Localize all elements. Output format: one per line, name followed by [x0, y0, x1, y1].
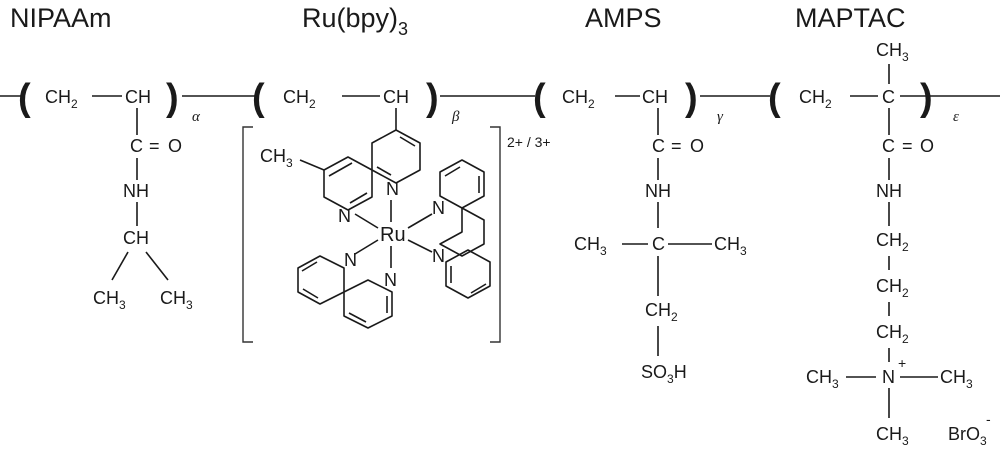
paren-close: ): [426, 77, 439, 119]
group-ch3-left: CH3: [806, 367, 839, 391]
svg-text:=: =: [149, 136, 160, 156]
group-carbonyl-o: O: [690, 136, 704, 156]
atom-n-1: N: [386, 179, 399, 199]
group-ch2-3: CH2: [876, 322, 909, 346]
header-ru-bpy3: Ru(bpy)3: [302, 3, 408, 39]
paren-close: ): [166, 77, 179, 119]
paren-open: (: [252, 77, 265, 119]
group-ch2: CH2: [283, 87, 316, 111]
group-ch: CH: [383, 87, 409, 107]
pyridine-ring-1: [371, 129, 421, 184]
svg-text:=: =: [671, 136, 682, 156]
group-carbonyl-c: C: [652, 136, 665, 156]
group-ch: CH: [642, 87, 668, 107]
atom-n-6: N: [384, 270, 397, 290]
group-ch: CH: [125, 87, 151, 107]
group-ch3-right: CH3: [714, 234, 747, 258]
maptac-unit: ( CH2 C ) ε CH3 C = O NH CH2 CH2 CH2 N +…: [768, 40, 991, 448]
group-ch2: CH2: [45, 87, 78, 111]
group-carbonyl-c: C: [882, 136, 895, 156]
bracket-right: [490, 126, 501, 343]
group-ch2-2: CH2: [876, 276, 909, 300]
group-carbonyl-o: O: [168, 136, 182, 156]
group-ch3-top: CH3: [876, 40, 909, 64]
atom-n-5: N: [344, 250, 357, 270]
ru-bpy3-unit: ( CH2 CH ) β 2+ / 3+ N N CH3 Ru N: [242, 77, 551, 343]
svg-text:=: =: [902, 136, 913, 156]
minus-charge: -: [986, 411, 991, 427]
repeat-label-beta: β: [451, 109, 460, 125]
atom-n-4: N: [432, 246, 445, 266]
plus-charge: +: [898, 355, 906, 371]
group-ch3-left: CH3: [93, 288, 126, 312]
atom-n-3: N: [432, 198, 445, 218]
group-ch2: CH2: [799, 87, 832, 111]
repeat-label-alpha: α: [192, 109, 201, 125]
header-maptac: MAPTAC: [795, 3, 906, 33]
atom-ru: Ru: [380, 224, 406, 246]
counterion-bro3: BrO3: [948, 424, 987, 448]
group-quaternary-c: C: [882, 87, 895, 107]
group-ch3-right: CH3: [940, 367, 973, 391]
group-ammonium-n: N: [882, 367, 895, 387]
paren-close: ): [685, 77, 698, 119]
pyridine-ring-6: [297, 255, 345, 305]
paren-open: (: [768, 77, 781, 119]
group-ch3-bottom: CH3: [876, 424, 909, 448]
pyridine-ring-4: [439, 207, 485, 257]
group-ch3-left: CH3: [574, 234, 607, 258]
group-ch3-methyl: CH3: [260, 146, 293, 170]
paren-close: ): [920, 77, 933, 119]
group-quaternary-c: C: [652, 234, 665, 254]
paren-open: (: [533, 77, 546, 119]
group-ch3-right: CH3: [160, 288, 193, 312]
pyridine-ring-7: [343, 279, 393, 329]
group-ch2-sulfonate: CH2: [645, 300, 678, 324]
group-carbonyl-c: C: [130, 136, 143, 156]
repeat-label-gamma: γ: [717, 109, 724, 125]
group-ch2-1: CH2: [876, 230, 909, 254]
group-nh: NH: [123, 181, 149, 201]
group-carbonyl-o: O: [920, 136, 934, 156]
repeat-label-epsilon: ε: [953, 109, 959, 125]
header-amps: AMPS: [585, 3, 662, 33]
charge-label: 2+ / 3+: [507, 134, 551, 150]
header-nipaam: NIPAAm: [10, 3, 112, 33]
pyridine-ring-2: [323, 156, 373, 211]
pyridine-ring-5: [445, 249, 491, 299]
group-ch-isopropyl: CH: [123, 228, 149, 248]
pyridine-ring-3: [439, 159, 485, 209]
group-so3h: SO3H: [641, 362, 687, 386]
paren-open: (: [18, 77, 31, 119]
group-nh: NH: [876, 181, 902, 201]
nipaam-unit: ( CH2 CH ) α C = O NH CH CH3 CH3: [18, 77, 201, 312]
atom-n-2: N: [338, 206, 351, 226]
group-ch2: CH2: [562, 87, 595, 111]
amps-unit: ( CH2 CH ) γ C = O NH C CH3 CH3 CH2 SO3H: [533, 77, 747, 386]
bracket-left: [242, 126, 253, 343]
group-nh: NH: [645, 181, 671, 201]
